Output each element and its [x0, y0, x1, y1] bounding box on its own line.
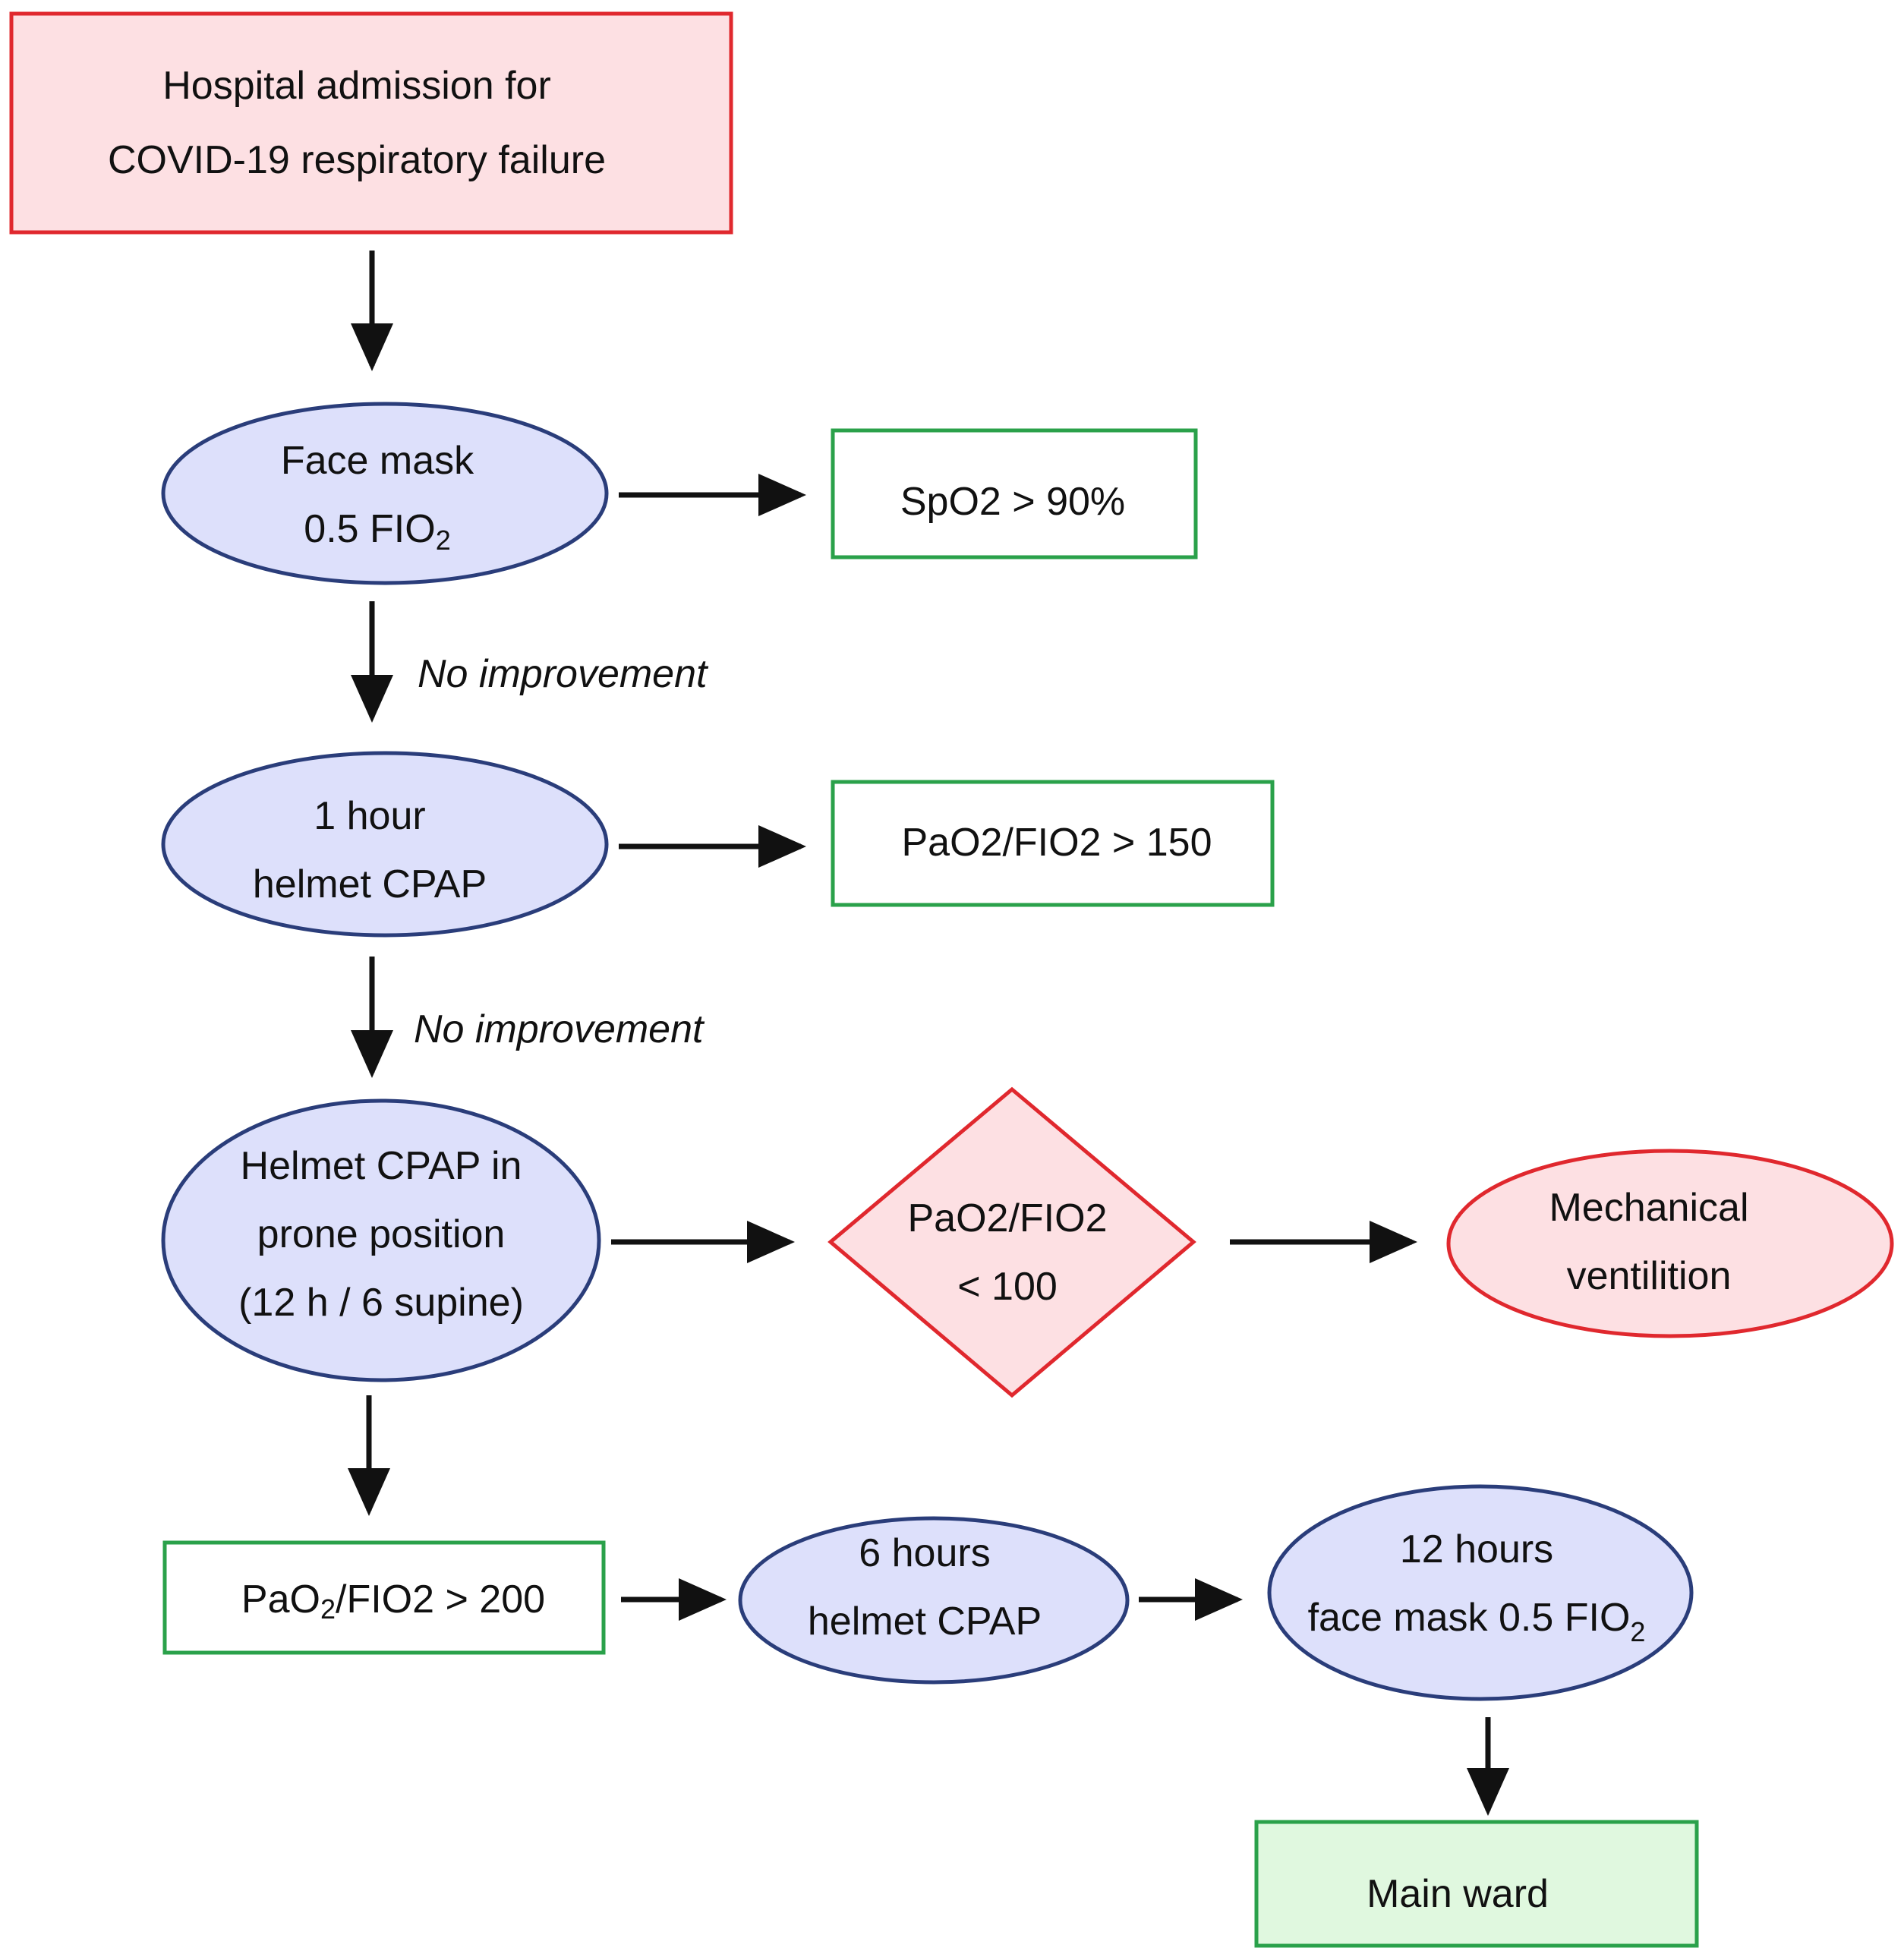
- mech-vent-ellipse: [1446, 1149, 1894, 1338]
- main-ward-box: [1254, 1820, 1699, 1948]
- admission-line1: Hospital admission for: [162, 64, 551, 108]
- helmet-1h-line2: helmet CPAP: [253, 862, 487, 906]
- pao2-150-box: [831, 780, 1275, 907]
- helmet-6h-ellipse: [738, 1516, 1130, 1685]
- pao2-200-suffix: /FIO2 > 200: [336, 1578, 545, 1622]
- node-helmet-1h: 1 hour helmet CPAP: [161, 751, 609, 938]
- node-face-mask-12h: 12 hours face mask 0.5 FIO2: [1267, 1484, 1694, 1701]
- face-mask-12h-ellipse: [1267, 1484, 1694, 1701]
- node-prone: Helmet CPAP in prone position (12 h / 6 …: [161, 1098, 601, 1382]
- face-mask-12h-line2: face mask 0.5 FIO2: [1308, 1596, 1646, 1647]
- edge-label-no-improvement-1: No improvement: [418, 652, 709, 696]
- node-admission: Hospital admission for COVID-19 respirat…: [9, 11, 733, 235]
- edge-label-no-improvement-2: No improvement: [414, 1007, 705, 1051]
- prone-line3: (12 h / 6 supine): [238, 1281, 524, 1325]
- pao2-150-text: PaO2/FIO2 > 150: [901, 821, 1212, 865]
- helmet-1h-ellipse: [161, 751, 609, 938]
- helmet-1h-line1: 1 hour: [314, 794, 425, 838]
- admission-box: [9, 11, 733, 235]
- pao2-100-line1: PaO2/FIO2: [908, 1196, 1108, 1240]
- arrows: [348, 251, 1509, 1816]
- pao2-100-line2: < 100: [957, 1265, 1058, 1309]
- face-mask-ellipse: [161, 402, 609, 585]
- helmet-6h-line1: 6 hours: [859, 1531, 990, 1575]
- face-mask-line2-sub: 2: [436, 525, 451, 556]
- spo2-box: [831, 428, 1198, 559]
- helmet-6h-line2: helmet CPAP: [808, 1600, 1042, 1644]
- prone-ellipse: [161, 1098, 601, 1382]
- node-pao2-100: PaO2/FIO2 < 100: [827, 1086, 1196, 1398]
- mech-vent-line1: Mechanical: [1549, 1186, 1748, 1230]
- node-face-mask: Face mask 0.5 FIO2: [161, 402, 609, 585]
- pao2-200-sub: 2: [320, 1593, 336, 1625]
- main-ward-text: Main ward: [1367, 1872, 1549, 1916]
- prone-line1: Helmet CPAP in: [241, 1144, 522, 1188]
- face-mask-12h-line1: 12 hours: [1400, 1527, 1553, 1571]
- prone-line2: prone position: [257, 1212, 506, 1256]
- admission-line2: COVID-19 respiratory failure: [108, 138, 606, 182]
- pao2-200-box: [162, 1540, 606, 1655]
- face-mask-12h-line2-main: face mask 0.5 FIO: [1308, 1596, 1631, 1640]
- pao2-200-prefix: PaO: [241, 1578, 320, 1622]
- face-mask-line2: 0.5 FIO2: [304, 507, 450, 556]
- face-mask-line1: Face mask: [281, 439, 474, 483]
- face-mask-line2-main: 0.5 FIO: [304, 507, 435, 551]
- node-mech-vent: Mechanical ventilition: [1446, 1149, 1894, 1338]
- node-pao2-200: PaO2/FIO2 > 200: [162, 1540, 606, 1655]
- node-pao2-150: PaO2/FIO2 > 150: [831, 780, 1275, 907]
- node-spo2: SpO2 > 90%: [831, 428, 1198, 559]
- node-main-ward: Main ward: [1254, 1820, 1699, 1948]
- node-helmet-6h: 6 hours helmet CPAP: [738, 1516, 1130, 1685]
- spo2-text: SpO2 > 90%: [900, 480, 1125, 524]
- pao2-200-text: PaO2/FIO2 > 200: [241, 1578, 545, 1625]
- face-mask-12h-line2-sub: 2: [1630, 1616, 1645, 1647]
- pao2-100-diamond: [827, 1086, 1196, 1398]
- mech-vent-line2: ventilition: [1567, 1254, 1732, 1298]
